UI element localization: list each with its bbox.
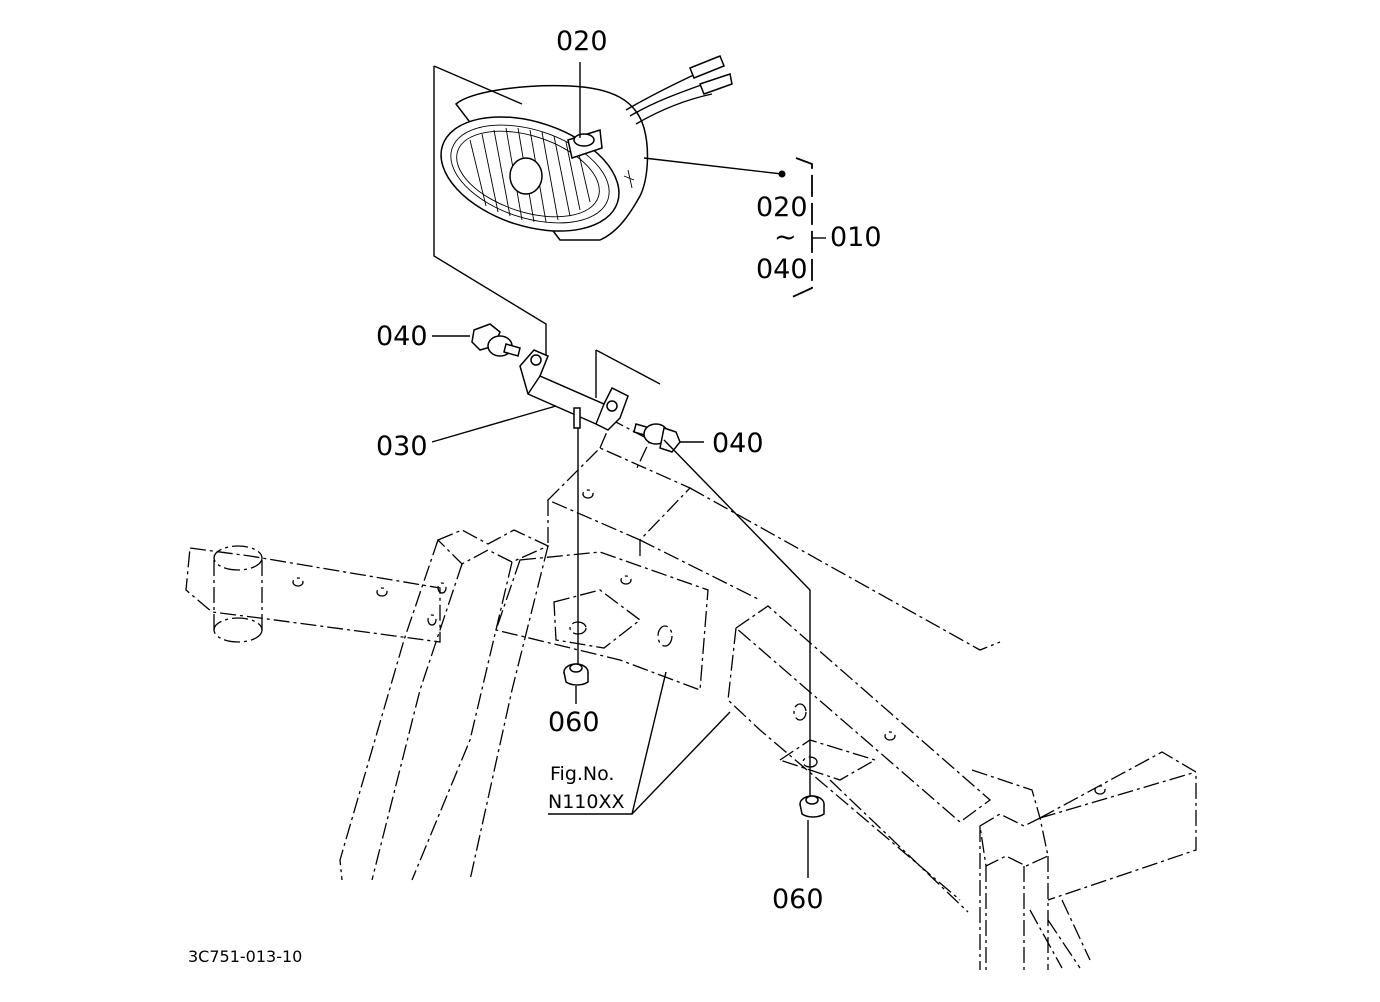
callout-060-right: 060 — [772, 884, 824, 915]
nut-060-left — [563, 663, 589, 686]
bracket-030 — [519, 349, 629, 431]
callout-range-tilde: ~ — [774, 222, 797, 253]
fig-number: N110XX — [548, 791, 625, 813]
assembly-line-right — [663, 439, 811, 796]
frame-phantom — [185, 419, 1197, 970]
callout-020-top: 020 — [556, 26, 608, 57]
callout-040-left: 040 — [376, 321, 428, 352]
fig-label: Fig.No. — [550, 763, 614, 785]
callout-040-right: 040 — [712, 428, 764, 459]
callout-060-left: 060 — [548, 707, 600, 738]
drawing-number: 3C751-013-10 — [188, 947, 302, 966]
callout-030: 030 — [376, 431, 428, 462]
callout-range-start: 020 — [756, 192, 808, 223]
nut-060-right — [799, 795, 825, 818]
headlight-assembly — [440, 55, 733, 241]
leader-lines — [431, 62, 826, 878]
projection-lines — [433, 65, 661, 398]
callout-range-end: 040 — [756, 254, 808, 285]
bolt-040-right — [633, 423, 681, 453]
bolt-040-left — [471, 323, 521, 357]
callout-010: 010 — [830, 222, 882, 253]
